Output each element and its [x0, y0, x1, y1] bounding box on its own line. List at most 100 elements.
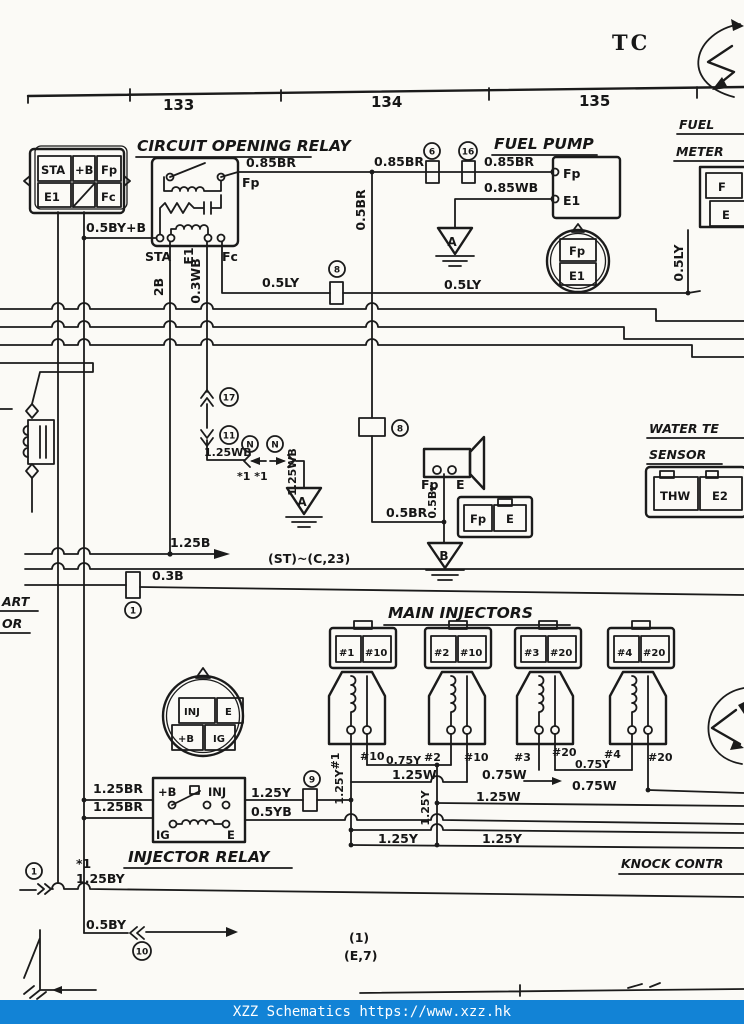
pin-label: Fp: [569, 244, 585, 258]
section-title: FUEL PUMP: [494, 135, 594, 153]
wire-085br: 0.85BR 0.85BR 0.85BR 6 16: [237, 141, 554, 184]
wire-label: 0.5Br: [426, 485, 439, 519]
bottom-left-wiring: *1 1.25BY 1 0.5BY 10: [19, 856, 744, 1000]
ground-a2-icon: A: [285, 486, 323, 528]
wire-label: 1.25Y: [251, 785, 292, 800]
connector-number: 6: [429, 148, 435, 158]
wire-label: 0.75W: [572, 778, 617, 793]
connector-number: N: [246, 441, 254, 451]
wire-label: 0.3WB: [188, 258, 203, 303]
terminal-label: 0.75Y: [386, 754, 422, 767]
terminal-label: +B: [158, 785, 176, 799]
pin-label: Fc: [101, 190, 116, 204]
reference: (E,7): [344, 948, 377, 963]
wire-05ly: 8 0.5LY 0.5LY: [221, 241, 689, 305]
terminal-label: #1: [329, 753, 342, 770]
terminal-label: Fp: [242, 175, 260, 190]
pin-label: +B: [75, 163, 93, 177]
connector-number: 10: [136, 948, 149, 958]
bottom-refs: (1) (E,7): [344, 930, 744, 997]
terminal-label: E1: [181, 247, 196, 264]
terminal-label: #4: [604, 748, 621, 761]
wire-label: 0.85WB: [484, 180, 538, 195]
fuel-pump-round-connector: Fp E1: [545, 223, 611, 294]
page-turn-arrow-mid-icon: [707, 687, 744, 765]
relay-round-connector: INJ E +B IG: [161, 667, 245, 758]
terminal-label: INJ: [208, 785, 226, 799]
relay-box: +B INJ IG E: [151, 776, 247, 844]
terminal-label: #3: [514, 751, 531, 764]
wire-label: 0.3B: [152, 568, 184, 583]
pin-label: E1: [569, 269, 585, 283]
wire-label: 1.25Y: [333, 768, 346, 804]
reference: (1): [349, 930, 369, 945]
pin-label: +B: [178, 734, 194, 745]
terminal-label: #20: [552, 746, 577, 759]
section-title: FUEL: [679, 117, 714, 132]
connector-number: 16: [462, 148, 475, 158]
terminal-label: Fc: [222, 249, 238, 264]
fuel-pump: FUEL PUMP Fp E1 0.85WB A Fp E1: [435, 135, 622, 294]
ruler-mark: 134: [371, 93, 402, 111]
connector-number: 9: [309, 776, 315, 786]
pin-label: STA: [41, 163, 65, 177]
pin-label: E: [225, 707, 232, 718]
terminal-label: Fp: [421, 477, 439, 492]
ground-label: A: [447, 235, 457, 249]
wire-label: 1.25Y: [419, 789, 432, 825]
pin-label: #10: [460, 648, 482, 659]
left-connector-block: STA +B Fp E1 Fc: [23, 145, 131, 215]
injector-plug-2: #2 #10: [423, 620, 493, 670]
connector-number: 8: [334, 266, 340, 276]
ground-b-icon: B: [425, 541, 465, 581]
wire-label: 0.75W: [482, 767, 527, 782]
section-title: METER: [676, 144, 724, 159]
terminal-label: E: [227, 828, 235, 842]
section-title: INJECTOR RELAY: [128, 848, 271, 866]
circuit-opening-relay: CIRCUIT OPENING RELAY Fp STA E1 Fc: [135, 137, 352, 265]
wire-label: 1.25B: [170, 535, 210, 550]
terminal-label: STA: [145, 249, 172, 264]
ground-label: B: [439, 549, 448, 563]
pin-label: INJ: [184, 707, 200, 718]
terminal-label: 0.75Y: [575, 758, 611, 771]
wire-label: 0.85BR: [374, 154, 424, 169]
wire-label: 0.85BR: [484, 154, 534, 169]
terminal-label: E: [456, 477, 465, 492]
wire-label: 1.25Y: [482, 831, 523, 846]
pin-label: THW: [660, 489, 690, 503]
note: *1 *1: [237, 470, 268, 483]
wire-label: (ST)~(C,23): [268, 551, 350, 566]
ground-label: A: [297, 495, 307, 509]
wire-label: 1.25Y: [378, 831, 419, 846]
injector-plug-1: #1 #10: [328, 620, 398, 670]
partial-title: OR: [2, 616, 22, 631]
pin-label: E1: [44, 190, 60, 204]
pin-label: E: [506, 512, 514, 526]
partial-title: ART: [1, 594, 31, 609]
ruler-mark: 133: [163, 96, 194, 114]
injector-plug-4: #4 #20: [606, 620, 676, 670]
ruler: 133 134 135: [26, 85, 744, 114]
wire-label: 2B: [151, 278, 166, 296]
bus-lines: [0, 302, 744, 358]
cold-start-branch: 8 0.5BR Fp E 0.5Br Fp E B: [358, 417, 534, 581]
injector-wiring: 1.25Y 1.25Y 1.25W 0.75W 0.75W 1.25W 1.25…: [333, 733, 744, 849]
connector-number: 1: [130, 607, 136, 617]
wire-label: 0.5YB: [251, 804, 292, 819]
section-title: CIRCUIT OPENING RELAY: [137, 137, 352, 155]
terminal-label: #2: [424, 751, 441, 764]
pin-label: E: [722, 208, 730, 222]
watermark-banner: XZZ Schematics https://www.xzz.hk: [0, 1000, 744, 1024]
left-coil-component: [0, 362, 94, 513]
disconnect-section: 17 11 1.25WB N N *1 *1 1.25WB A: [200, 387, 323, 528]
connector-number: N: [271, 441, 279, 451]
ruler-mark: 135: [579, 92, 610, 110]
wire-label: 1.25WB: [286, 448, 299, 496]
section-title: MAIN INJECTORS: [388, 604, 533, 622]
pin-label: E2: [712, 489, 728, 503]
note: *1: [76, 856, 91, 871]
wire-label: 1.25WB: [204, 446, 252, 459]
watermark-text: XZZ Schematics https://www.xzz.hk: [232, 1004, 512, 1020]
connector-number: 17: [223, 394, 236, 404]
